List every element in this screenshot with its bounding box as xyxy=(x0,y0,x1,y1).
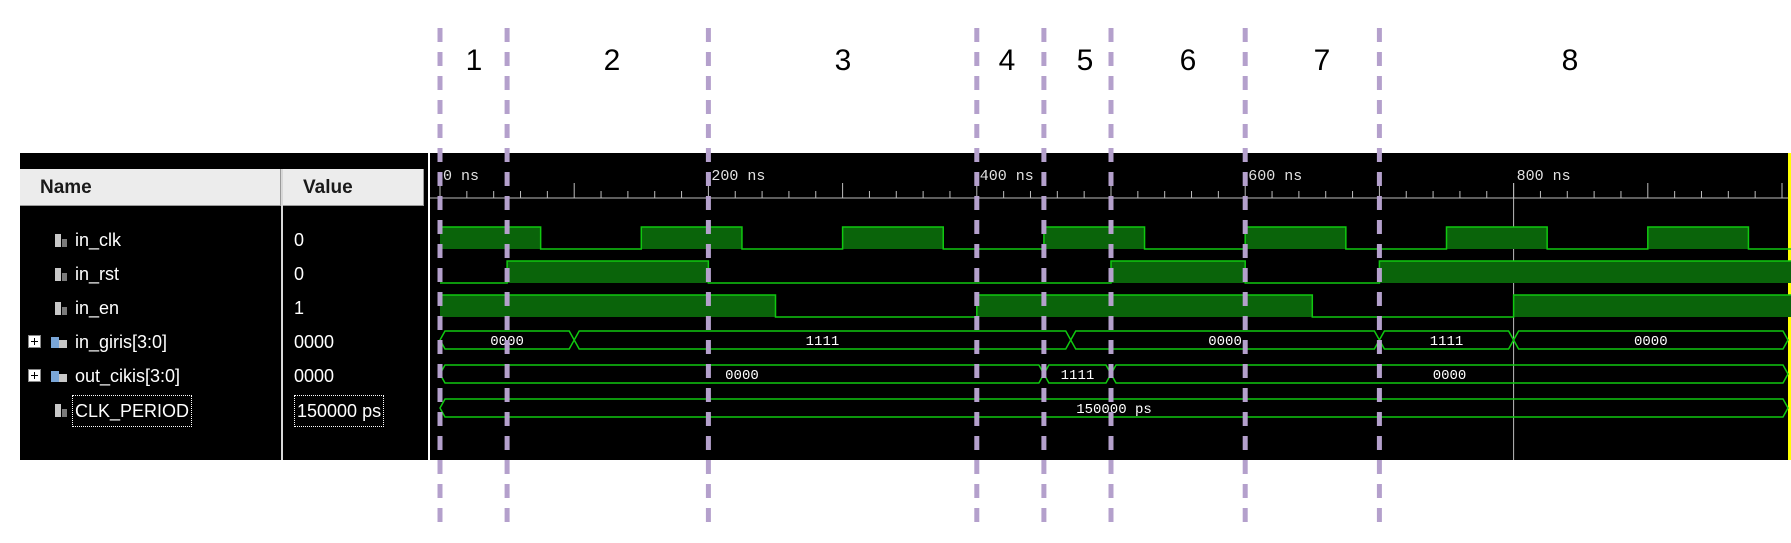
in_clk-high-segment xyxy=(641,227,742,249)
parameter-icon xyxy=(54,403,68,418)
in_giris-segment xyxy=(1512,330,1789,350)
ruler-tick-label: 0 ns xyxy=(443,168,479,185)
ruler-tick-label: 600 ns xyxy=(1248,168,1302,185)
interval-label-5: 5 xyxy=(1076,44,1094,77)
signal-name: in_en xyxy=(75,298,120,318)
in_rst-high-segment xyxy=(1379,261,1791,283)
column-divider[interactable] xyxy=(281,169,283,460)
signal-value: 0000 xyxy=(294,366,335,386)
bit-signal-icon xyxy=(54,267,68,282)
signal-value: 0 xyxy=(294,264,305,284)
signal-row-out-cikis[interactable]: out_cikis[3:0] 0000 xyxy=(20,361,428,391)
CLK_PERIOD-segment xyxy=(439,398,1789,418)
expand-icon[interactable] xyxy=(28,335,41,348)
bus-signal-icon xyxy=(50,369,68,384)
signal-row-in-giris[interactable]: in_giris[3:0] 0000 xyxy=(20,327,428,357)
bus-signal-icon xyxy=(50,335,68,350)
bit-signal-icon xyxy=(54,233,68,248)
signal-name: out_cikis[3:0] xyxy=(75,366,181,386)
interval-label-3: 3 xyxy=(834,44,852,77)
name-column-header[interactable]: Name xyxy=(20,169,281,206)
in_rst-high-segment xyxy=(507,261,709,283)
in_rst-trace xyxy=(440,260,1791,284)
in_giris-value-label: 0000 xyxy=(490,334,524,350)
interval-label-6: 6 xyxy=(1179,44,1197,77)
bit-signal-icon xyxy=(54,301,68,316)
signal-name: CLK_PERIOD xyxy=(72,395,193,427)
CLK_PERIOD-value-label: 150000 ps xyxy=(1076,402,1152,418)
ruler-tick-label: 800 ns xyxy=(1517,168,1571,185)
signal-value: 0000 xyxy=(294,332,335,352)
signal-value: 150000 ps xyxy=(294,395,385,427)
interval-label-4: 4 xyxy=(998,44,1016,77)
interval-label-1: 1 xyxy=(465,44,483,77)
in_en-high-segment xyxy=(976,295,1313,317)
out_cikis-value-label: 0000 xyxy=(1433,368,1467,384)
in_clk-high-segment xyxy=(1043,227,1145,249)
out_cikis-segment xyxy=(1110,364,1789,384)
signal-name: in_clk xyxy=(75,230,122,250)
interval-label-2: 2 xyxy=(603,44,621,77)
in_en-trace xyxy=(440,294,1791,318)
in_clk-high-segment xyxy=(1446,227,1548,249)
in_rst-high-segment xyxy=(1111,261,1246,283)
in_giris-value-label: 0000 xyxy=(1208,334,1242,350)
in_clk-high-segment xyxy=(1245,227,1346,249)
signal-row-in-clk[interactable]: in_clk 0 xyxy=(20,225,428,255)
out_cikis-value-label: 0000 xyxy=(725,368,759,384)
signal-row-in-en[interactable]: in_en 1 xyxy=(20,293,428,323)
interval-label-8: 8 xyxy=(1561,44,1579,77)
signal-value: 1 xyxy=(294,298,305,318)
expand-icon[interactable] xyxy=(28,369,41,382)
ruler-tick-label: 400 ns xyxy=(980,168,1034,185)
ruler-tick-label: 200 ns xyxy=(711,168,765,185)
out_cikis-value-label: 1111 xyxy=(1061,368,1095,384)
in_clk-high-segment xyxy=(842,227,944,249)
signal-row-in-rst[interactable]: in_rst 0 xyxy=(20,259,428,289)
value-column-header[interactable]: Value xyxy=(283,169,424,206)
in_giris-value-label: 1111 xyxy=(806,334,840,350)
in_clk-high-segment xyxy=(440,227,541,249)
signal-value: 0 xyxy=(294,230,305,250)
in_giris-value-label: 1111 xyxy=(1430,334,1464,350)
in_giris-value-label: 0000 xyxy=(1634,334,1668,350)
signal-name: in_rst xyxy=(75,264,120,284)
signal-panel: Name Value in_clk 0 in_rst 0 in_en 1 in_… xyxy=(20,153,428,460)
signal-name: in_giris[3:0] xyxy=(75,332,168,352)
in_en-high-segment xyxy=(1513,295,1791,317)
in_en-high-segment xyxy=(440,295,776,317)
signal-row-clk-period[interactable]: CLK_PERIOD 150000 ps xyxy=(20,395,428,427)
in_clk-high-segment xyxy=(1647,227,1749,249)
interval-label-7: 7 xyxy=(1313,44,1331,77)
signal-traces: 0000 1111 0000 1111 0000 0000 1111 0000 150000 p… xyxy=(439,226,1791,418)
